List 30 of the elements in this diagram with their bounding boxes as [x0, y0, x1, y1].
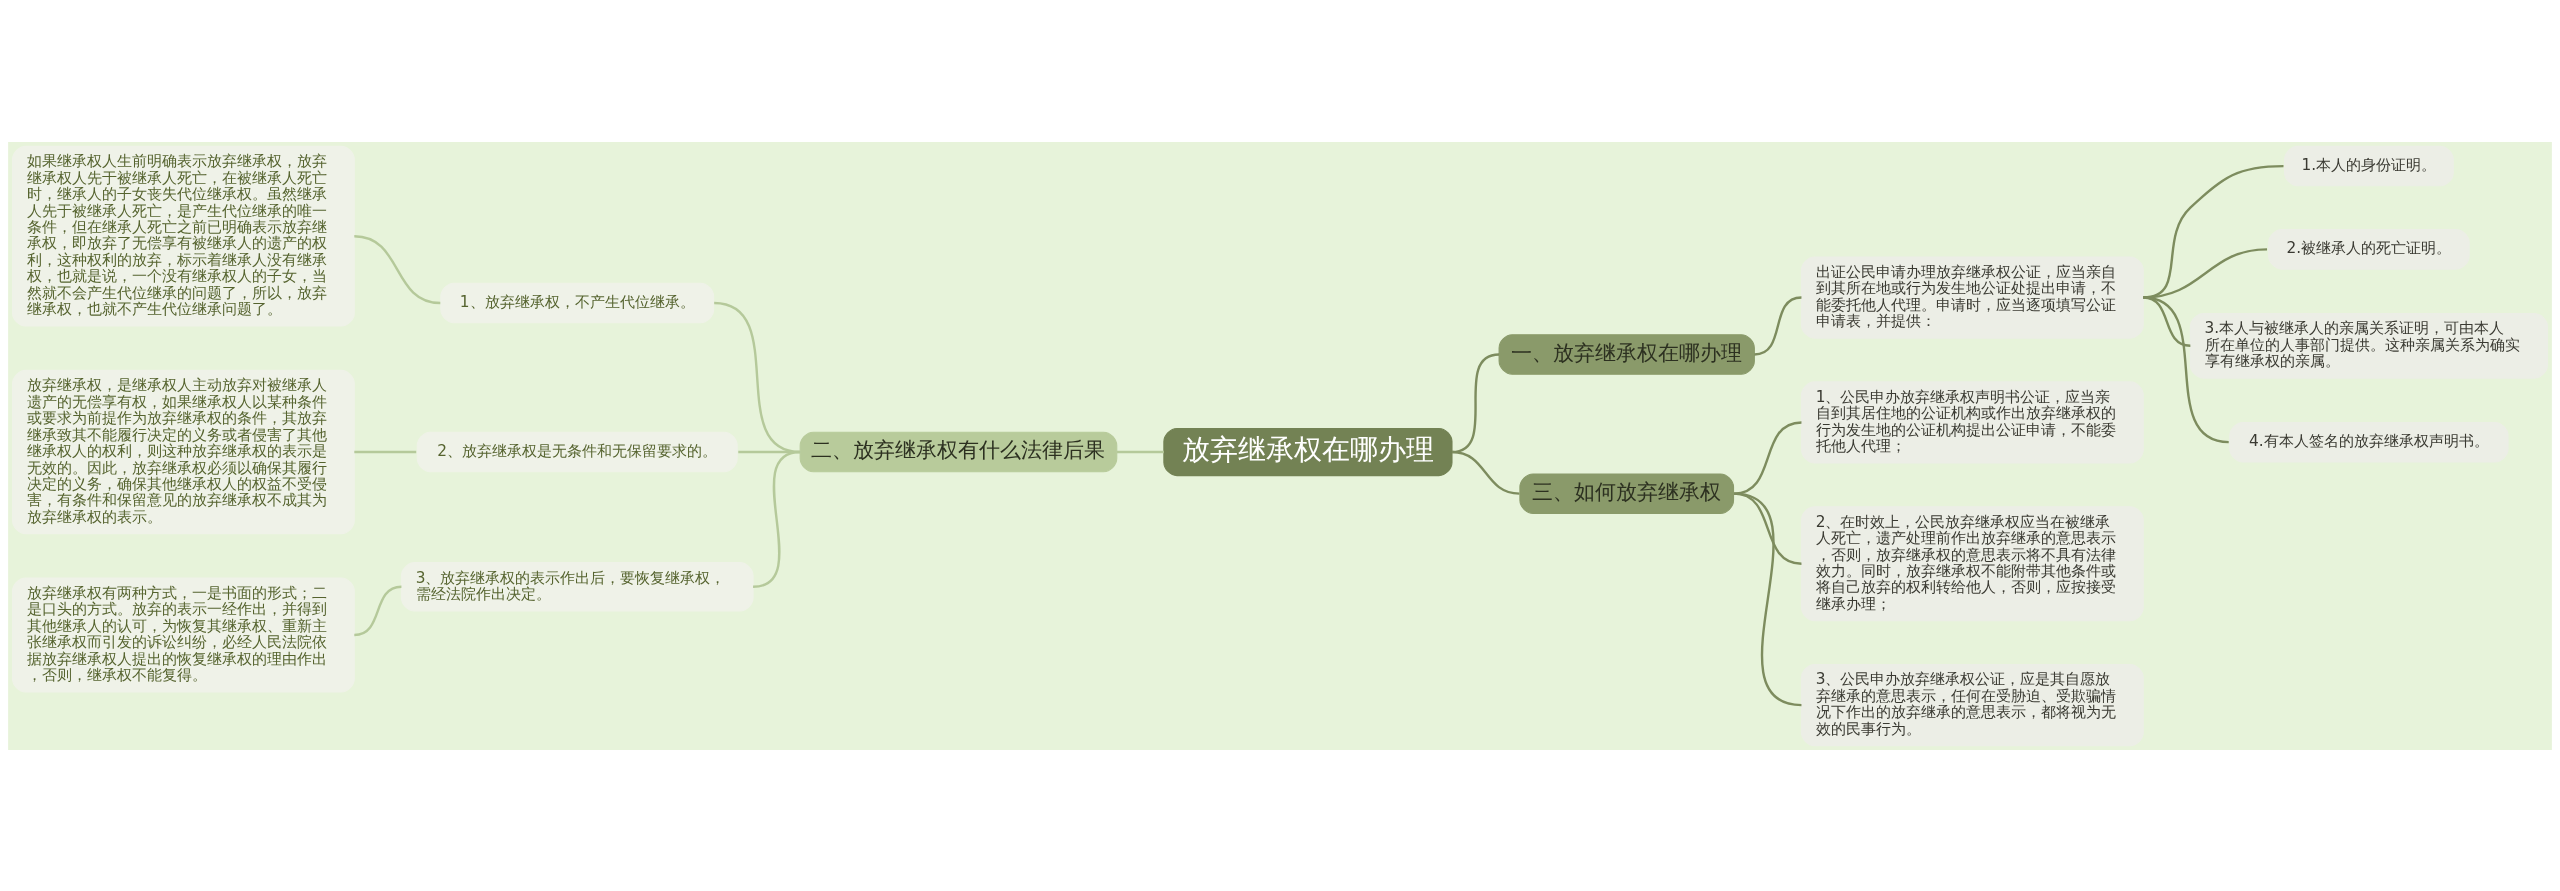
node-box: 3、放弃继承权的表示作出后，要恢复继承权，需经法院作出决定。 — [400, 561, 754, 611]
node-box: 放弃继承权在哪办理 — [1163, 427, 1453, 476]
connector — [1116, 450, 1164, 453]
connector — [1451, 450, 1520, 495]
node-box: 一、放弃继承权在哪办理 — [1498, 333, 1755, 375]
connector — [354, 450, 417, 453]
node-box: 放弃继承权，是继承权人主动放弃对被继承人遗产的无偿享有权，如果继承权人以某种条件或要求为前提作为放弃继承权的条件，其放弃继承致其不能履行决定的义务或者侵害了其他继承权人的权利，则这种放弃继承权的表示是无效的。因此，放弃继承权必须以确保其履行决定的义务，确保其他继承权人的权益不受侵害，有条件和保留意见的放弃继承权不成其为放弃继承权的表示。 — [11, 369, 355, 534]
node-box: 2、放弃继承权是无条件和无保留要求的。 — [416, 431, 738, 472]
node-box: 如果继承权人生前明确表示放弃继承权，放弃继承权人先于被继承人死亡，在被继承人死亡时，继承人的子女丧失代位继承权。虽然继承人先于被继承人死亡，是产生代位继承的唯一条件，但在继承人死亡之前已明确表示放弃继承权，即放弃了无偿享有被继承人的遗产的权利，这种权利的放弃，标示着继承人没有继承权，也就是说，一个没有继承权人的子女，当然就不会产生代位继承的问题了，所以，放弃继承权，也就不产生代位继承问题了。 — [11, 145, 355, 327]
node-box: 2.被继承人的死亡证明。 — [2268, 228, 2470, 270]
connector — [354, 585, 402, 636]
connector — [752, 450, 801, 588]
node-box: 出证公民申请办理放弃继承权公证，应当亲自到其所在地或行为发生地公证处提出申请，不能委托他人代理。申请时，应当逐项填写公证申请表，并提供： — [1800, 255, 2144, 339]
node-box: 1、放弃继承权，不产生代位继承。 — [440, 282, 715, 323]
node-box: 三、如何放弃继承权 — [1519, 472, 1735, 514]
connector — [2143, 295, 2229, 443]
connector — [1754, 295, 1802, 356]
connector — [2143, 247, 2268, 299]
node-box: 1、公民申办放弃继承权声明书公证，应当亲自到其居住地的公证机构或作出放弃继承权的行为发生地的公证机构提出公证申请，不能委托他人代理； — [1800, 380, 2144, 464]
node-box: 4.有本人签名的放弃继承权声明书。 — [2229, 421, 2509, 462]
connector — [354, 234, 441, 304]
connector — [1733, 420, 1802, 495]
connector — [1733, 491, 1802, 706]
node-box: 3、公民申办放弃继承权公证，应是其自愿放弃继承的意思表示，任何在受胁迫、受欺骗情况下作出的放弃继承的意思表示，都将视为无效的民事行为。 — [1800, 663, 2144, 746]
connector — [2143, 164, 2284, 299]
node-box: 2、在时效上，公民放弃继承权应当在被继承人死亡，遗产处理前作出放弃继承的意思表示，否则，放弃继承权的意思表示将不具有法律效力。同时，放弃继承权不能附带其他条件或将自己放弃的权利转给他人，否则，应按接受继承办理； — [1800, 505, 2144, 621]
node-box: 3.本人与被继承人的亲属关系证明，可由本人所在单位的人事部门提供。这种亲属关系为确实享有继承权的亲属。 — [2189, 312, 2549, 379]
node-box: 1.本人的身份证明。 — [2284, 145, 2454, 186]
node-box: 放弃继承权有两种方式，一是书面的形式；二是口头的方式。放弃的表示一经作出，并得到其他继承人的认可，为恢复其继承权、重新主张继承权而引发的诉讼纠纷，必经人民法院依据放弃继承权人提出的恢复继承权的理由作出，否则，继承权不能复得。 — [11, 576, 355, 692]
node-box: 二、放弃继承权有什么法律后果 — [799, 431, 1118, 472]
